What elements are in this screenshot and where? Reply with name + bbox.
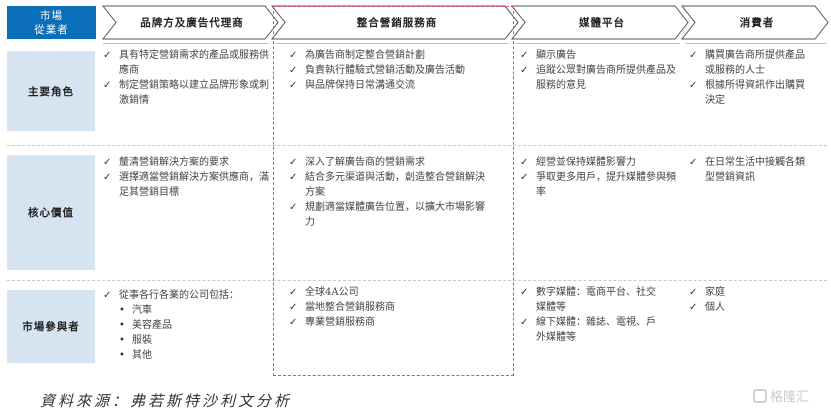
row-separator xyxy=(7,280,827,281)
sub-list-item: •其他 xyxy=(119,350,152,361)
divider xyxy=(276,43,508,44)
list-item: ✓專業營銷服務商 xyxy=(289,317,375,328)
row-header-core-value: 核心價值 xyxy=(7,155,95,270)
row-separator xyxy=(7,145,827,146)
cell-consumer-role: ✓購買廣告商所提供產品或服務的人士 ✓根據所得資訊作出購買決定 xyxy=(686,48,814,108)
check-icon: ✓ xyxy=(289,302,298,313)
cell-integrated-participants: ✓全球4A公司 ✓當地整合營銷服務商 ✓專業營銷服務商 xyxy=(286,285,491,330)
cell-consumer-participants: ✓家庭 ✓個人 xyxy=(686,285,814,315)
check-icon: ✓ xyxy=(289,317,298,328)
list-item: ✓深入了解廣告商的營銷需求 xyxy=(289,157,425,168)
cell-brand-role: ✓具有特定營銷需求的產品或服務供應商 ✓制定營銷策略以建立品牌形象或刺激銷情 xyxy=(100,48,270,108)
cell-consumer-value: ✓在日常生活中接觸各類型營銷資訊 xyxy=(686,155,814,185)
check-icon: ✓ xyxy=(689,80,698,91)
bullet-icon: • xyxy=(119,305,125,316)
bullet-icon: • xyxy=(119,320,125,331)
check-icon: ✓ xyxy=(520,50,529,61)
source-note: 資料來源：弗若斯特沙利文分析 xyxy=(40,392,293,410)
corner-line-2: 從業者 xyxy=(34,23,69,36)
market-players-header: 市場 從業者 xyxy=(7,6,96,39)
sub-list-item: •汽車 xyxy=(119,305,152,316)
row-header-main-role: 主要角色 xyxy=(7,51,95,131)
list-item: ✓選擇適當營銷解決方案供應商，滿足其營銷目標 xyxy=(103,172,269,198)
list-item: ✓個人 xyxy=(689,302,725,313)
column-header-media-platform: 媒體平台 xyxy=(579,17,625,29)
check-icon: ✓ xyxy=(520,157,529,168)
cell-integrated-value: ✓深入了解廣告商的營銷需求 ✓結合多元渠道與活動，創造整合營銷解決方案 ✓規劃適… xyxy=(286,155,491,230)
watermark-logo: 格隆汇 xyxy=(753,386,809,405)
check-icon: ✓ xyxy=(103,80,112,91)
list-item: ✓追蹤公眾對廣告商所提供產品及服務的意見 xyxy=(520,65,676,91)
cell-media-participants: ✓數字媒體：電商平台、社交媒體等 ✓線下媒體：雜誌、電視、戶外媒體等 xyxy=(517,285,657,345)
check-icon: ✓ xyxy=(520,287,529,298)
check-icon: ✓ xyxy=(289,50,298,61)
divider xyxy=(103,43,268,44)
check-icon: ✓ xyxy=(289,80,298,91)
cell-brand-value: ✓釐清營銷解決方案的要求 ✓選擇適當營銷解決方案供應商，滿足其營銷目標 xyxy=(100,155,270,200)
check-icon: ✓ xyxy=(289,287,298,298)
check-icon: ✓ xyxy=(103,50,112,61)
list-item: ✓與品牌保持日常溝通交流 xyxy=(289,80,415,91)
divider xyxy=(516,43,680,44)
bullet-icon: • xyxy=(119,350,125,361)
check-icon: ✓ xyxy=(289,202,298,213)
watermark-text: 格隆汇 xyxy=(770,390,810,405)
cell-brand-participants: ✓從事各行各業的公司包括： •汽車 •美容產品 •服裝 •其他 xyxy=(100,288,270,363)
check-icon: ✓ xyxy=(520,65,529,76)
list-item: ✓爭取更多用戶，提升媒體參與頻率 xyxy=(520,172,676,198)
check-icon: ✓ xyxy=(289,65,298,76)
list-item: ✓顯示廣告 xyxy=(520,50,576,61)
divider xyxy=(686,43,826,44)
list-item: ✓線下媒體：雜誌、電視、戶外媒體等 xyxy=(520,317,656,343)
bullet-icon: • xyxy=(119,335,125,346)
list-item: ✓釐清營銷解決方案的要求 xyxy=(103,157,229,168)
sub-list-item: •美容產品 xyxy=(119,320,172,331)
list-item: ✓家庭 xyxy=(689,287,725,298)
check-icon: ✓ xyxy=(103,157,112,168)
list-item: ✓在日常生活中接觸各類型營銷資訊 xyxy=(689,157,805,183)
check-icon: ✓ xyxy=(689,302,698,313)
check-icon: ✓ xyxy=(520,317,529,328)
list-item: ✓數字媒體：電商平台、社交媒體等 xyxy=(520,287,656,313)
list-item: ✓根據所得資訊作出購買決定 xyxy=(689,80,805,106)
column-header-integrated-marketing: 整合營銷服務商 xyxy=(356,17,438,29)
chevron-consumer xyxy=(680,5,829,40)
check-icon: ✓ xyxy=(289,172,298,183)
list-item: ✓結合多元渠道與活動，創造整合營銷解決方案 xyxy=(289,172,485,198)
list-item: ✓從事各行各業的公司包括： xyxy=(103,290,239,301)
cell-media-role: ✓顯示廣告 ✓追蹤公眾對廣告商所提供產品及服務的意見 xyxy=(517,48,677,93)
list-item: ✓購買廣告商所提供產品或服務的人士 xyxy=(689,50,805,76)
corner-line-1: 市場 xyxy=(40,9,63,22)
check-icon: ✓ xyxy=(289,157,298,168)
chevron-brand xyxy=(101,5,279,40)
cell-integrated-role: ✓為廣告商制定整合營銷計劃 ✓負責執行體驗式營銷活動及廣告活動 ✓與品牌保持日常… xyxy=(286,48,511,93)
list-item: ✓全球4A公司 xyxy=(289,287,359,298)
list-item: ✓制定營銷策略以建立品牌形象或刺激銷情 xyxy=(103,80,269,106)
list-item: ✓負責執行體驗式營銷活動及廣告活動 xyxy=(289,65,465,76)
column-header-consumer: 消費者 xyxy=(739,17,775,29)
check-icon: ✓ xyxy=(103,290,112,301)
logo-icon xyxy=(753,388,767,403)
row-header-market-participants: 市場參與者 xyxy=(7,290,95,363)
chevron-media xyxy=(510,5,689,40)
list-item: ✓當地整合營銷服務商 xyxy=(289,302,395,313)
value-chain-chevrons xyxy=(101,5,829,40)
check-icon: ✓ xyxy=(103,172,112,183)
check-icon: ✓ xyxy=(520,172,529,183)
list-item: ✓經營並保持媒體影響力 xyxy=(520,157,636,168)
list-item: ✓具有特定營銷需求的產品或服務供應商 xyxy=(103,50,269,76)
column-header-brand: 品牌方及廣告代理商 xyxy=(140,17,244,29)
list-item: ✓為廣告商制定整合營銷計劃 xyxy=(289,50,425,61)
check-icon: ✓ xyxy=(689,287,698,298)
check-icon: ✓ xyxy=(689,50,698,61)
sub-list-item: •服裝 xyxy=(119,335,152,346)
list-item: ✓規劃適當媒體廣告位置，以擴大市場影響力 xyxy=(289,202,485,228)
cell-media-value: ✓經營並保持媒體影響力 ✓爭取更多用戶，提升媒體參與頻率 xyxy=(517,155,677,200)
check-icon: ✓ xyxy=(689,157,698,168)
